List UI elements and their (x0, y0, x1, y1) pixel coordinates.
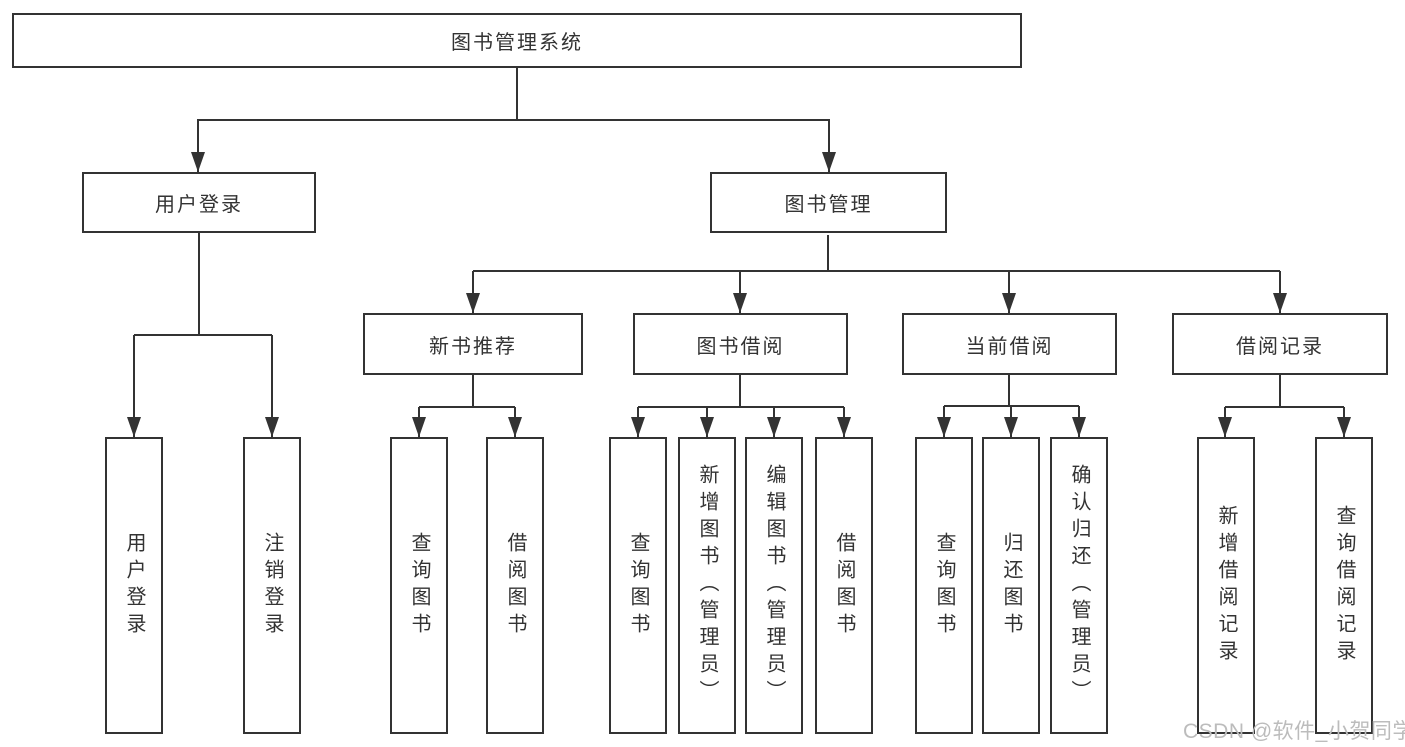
node-current-borrow: 当前借阅 (902, 313, 1117, 375)
leaf-user-login: 用户登录 (105, 437, 163, 734)
leaf-query-books-recommend: 查询图书 (390, 437, 448, 734)
csdn-watermark: CSDN @软件_小贺同学 (1183, 720, 1405, 743)
leaf-logout-label: 注销登录 (261, 531, 283, 640)
leaf-query-books-recommend-label: 查询图书 (408, 531, 430, 640)
leaf-query-borrow-record-label: 查询借阅记录 (1333, 504, 1355, 667)
leaf-add-borrow-record-label: 新增借阅记录 (1215, 504, 1237, 667)
node-book-management: 图书管理 (710, 172, 947, 233)
node-borrow-records: 借阅记录 (1172, 313, 1388, 375)
leaf-confirm-return-admin: 确认归还（管理员） (1050, 437, 1108, 734)
leaf-query-books-borrow-label: 查询图书 (627, 531, 649, 640)
leaf-borrow-books-recommend: 借阅图书 (486, 437, 544, 734)
leaf-return-book: 归还图书 (982, 437, 1040, 734)
node-root: 图书管理系统 (12, 13, 1022, 68)
leaf-borrow-books-borrow-label: 借阅图书 (833, 531, 855, 640)
leaf-add-book-admin-label: 新增图书（管理员） (696, 464, 718, 707)
leaf-add-book-admin: 新增图书（管理员） (678, 437, 736, 734)
node-book-borrow: 图书借阅 (633, 313, 848, 375)
leaf-query-borrow-record: 查询借阅记录 (1315, 437, 1373, 734)
leaf-logout: 注销登录 (243, 437, 301, 734)
node-new-book-recommend: 新书推荐 (363, 313, 583, 375)
leaf-borrow-books-recommend-label: 借阅图书 (504, 531, 526, 640)
leaf-edit-book-admin-label: 编辑图书（管理员） (763, 464, 785, 707)
leaf-return-book-label: 归还图书 (1000, 531, 1022, 640)
leaf-borrow-books-borrow: 借阅图书 (815, 437, 873, 734)
leaf-add-borrow-record: 新增借阅记录 (1197, 437, 1255, 734)
leaf-query-books-current: 查询图书 (915, 437, 973, 734)
node-user-login: 用户登录 (82, 172, 316, 233)
leaf-user-login-label: 用户登录 (123, 531, 145, 640)
leaf-edit-book-admin: 编辑图书（管理员） (745, 437, 803, 734)
leaf-query-books-current-label: 查询图书 (933, 531, 955, 640)
leaf-query-books-borrow: 查询图书 (609, 437, 667, 734)
leaf-confirm-return-admin-label: 确认归还（管理员） (1068, 464, 1090, 707)
